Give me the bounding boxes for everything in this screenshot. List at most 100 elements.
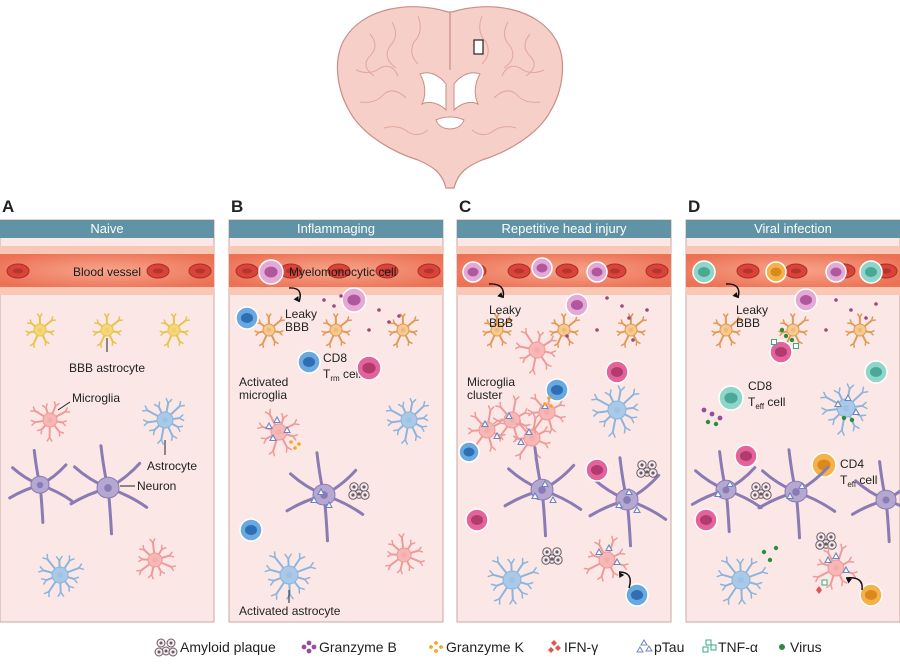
granzyme-k-marker (297, 442, 301, 446)
blood-vessel-label: Blood vessel (73, 265, 141, 279)
leak-particle (849, 308, 853, 312)
bbb-astrocyte (321, 313, 352, 348)
myelomonocytic-cell (825, 261, 847, 283)
panel-header (686, 220, 900, 238)
bbb-astrocyte-label: BBB astrocyte (69, 361, 145, 375)
legend-label: Granzyme B (319, 639, 397, 655)
leak-particle (397, 314, 401, 318)
blood-vessel (0, 254, 214, 287)
leaky-label: Leaky (736, 303, 768, 317)
leak-particle (339, 294, 343, 298)
ptau-marker (325, 500, 333, 509)
virus-particle (767, 557, 773, 563)
granzyme-k-marker (293, 446, 297, 450)
legend-label: TNF-α (718, 639, 758, 655)
astrocyte-cell (716, 556, 769, 605)
ptau-marker (726, 479, 734, 488)
tnf-alpha-marker (771, 339, 777, 345)
amyloid-plaque (541, 547, 563, 565)
myelomonocytic-cell (531, 257, 553, 279)
bbb-astrocyte (549, 313, 580, 348)
infected-cell (864, 360, 888, 384)
cd4-t-cell (765, 261, 787, 283)
microglia-cell (385, 533, 425, 575)
microglia-cluster-label: Microglia (467, 375, 515, 389)
brain-coronal-section (336, 6, 564, 189)
bbb-label: BBB (736, 316, 760, 330)
neuron-label: Neuron (137, 479, 176, 493)
virus-particle (761, 549, 767, 555)
granzyme-b-marker (709, 411, 715, 417)
ptau-marker (531, 491, 539, 500)
myelomonocytic-cell (794, 288, 818, 312)
activated-astrocyte-label: Activated astrocyte (239, 604, 341, 618)
ptau-marker (481, 419, 489, 428)
leak-particle (332, 304, 336, 308)
ptau-marker (273, 415, 281, 424)
astrocyte-cell (385, 397, 430, 445)
ptau-marker (832, 551, 840, 560)
panel-letter: C (459, 197, 471, 216)
microglia-cluster-label: cluster (467, 388, 502, 402)
ptau-marker (310, 495, 318, 504)
neuron-cell (850, 460, 900, 544)
bbb-astrocyte (616, 313, 647, 348)
microglia-label: Microglia (72, 391, 120, 405)
panel-letter: A (2, 197, 14, 216)
amyloid-plaque (815, 532, 837, 550)
leak-particle (595, 328, 599, 332)
granzyme-k-icon (428, 640, 444, 654)
ptau-marker (265, 421, 273, 430)
microglia-cell (136, 538, 176, 580)
ptau-marker (625, 487, 633, 496)
virus-particle (705, 419, 711, 425)
bbb-astrocyte (845, 313, 876, 348)
panel-letter: B (231, 197, 243, 216)
myelomonocytic-cell (462, 261, 484, 283)
ptau-marker (786, 491, 794, 500)
cd8-t-cell (235, 306, 259, 330)
myelomonocytic-cell (565, 293, 589, 317)
leaky-label: Leaky (285, 307, 317, 321)
virus-particle (783, 333, 789, 339)
ptau-marker (714, 489, 722, 498)
leak-particle (322, 298, 326, 302)
panel-title: Inflammaging (297, 221, 375, 236)
vessel-wall (686, 287, 900, 295)
vessel-wall (686, 246, 900, 254)
granzyme-k-marker (549, 404, 553, 408)
myelomonocytic-cell (258, 259, 284, 285)
astrocyte-cell (591, 385, 640, 438)
vessel-wall (0, 287, 214, 295)
activated-microglia-label: Activated (239, 375, 288, 389)
trm-cell-label: Trm cell (323, 367, 361, 383)
panel-title: Repetitive head injury (501, 221, 627, 236)
ptau-marker (798, 481, 806, 490)
teff-cell-label: Teff cell (748, 395, 785, 411)
virus-particle (841, 415, 847, 421)
legend-label: Amyloid plaque (180, 639, 276, 655)
monocyte-cell (356, 355, 382, 381)
bbb-label: BBB (489, 316, 513, 330)
ptau-marker (549, 495, 557, 504)
ptau-marker (269, 433, 277, 442)
bbb-astrocyte (482, 313, 513, 348)
leak-particle (387, 320, 391, 324)
virus-particle (713, 421, 719, 427)
ptau-marker (595, 547, 603, 556)
microglia-cell (30, 401, 71, 442)
activated-astrocyte-cell (264, 551, 317, 600)
virus-particle (779, 327, 785, 333)
cd8-trm-cell (297, 350, 321, 374)
bbb-astrocyte (254, 313, 285, 348)
virus-icon (779, 644, 785, 650)
leak-particle (565, 334, 569, 338)
granzyme-k-marker (543, 402, 547, 406)
ptau-marker (844, 393, 852, 402)
cd4-label: CD4 (840, 457, 864, 471)
granzyme-b-marker (701, 407, 707, 413)
